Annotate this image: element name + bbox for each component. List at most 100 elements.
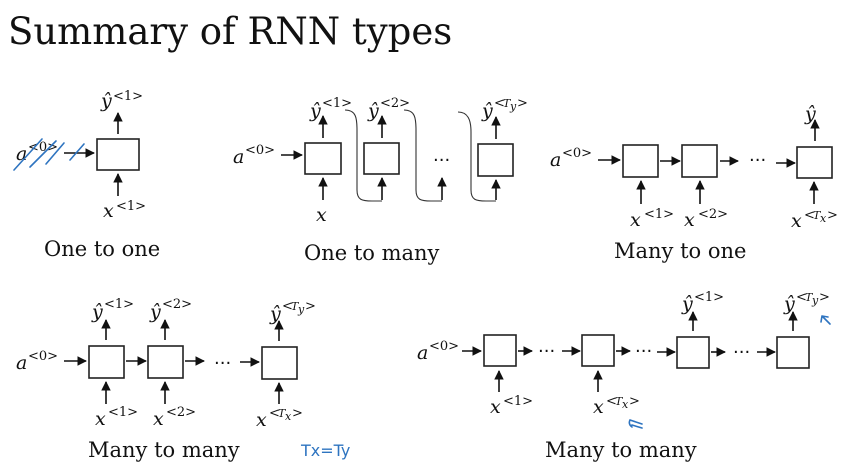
input-sup-t: T: [615, 395, 624, 408]
diagram-one-to-many: a <0> ··· ŷ <1> ŷ <2> ŷ < T y > x One to…: [233, 96, 528, 265]
output-sup: <1>: [322, 96, 352, 111]
a0-sup: <0>: [28, 140, 58, 155]
rnn-cell: [88, 345, 125, 379]
rnn-cell: [622, 144, 659, 178]
input-base: x: [103, 200, 114, 222]
ellipsis: ···: [749, 150, 766, 171]
output-base: ŷ: [91, 301, 103, 323]
ellipsis: ···: [635, 341, 652, 362]
a0-base: a: [16, 143, 27, 165]
output-sup-t: T: [291, 300, 300, 313]
caption: One to one: [44, 237, 160, 261]
slide-title: Summary of RNN types: [8, 10, 452, 53]
rnn-cell: [681, 144, 718, 178]
output-base: ŷ: [481, 100, 493, 122]
a0-base: a: [417, 342, 428, 364]
output-sup-close: >: [819, 290, 830, 305]
annotation-arrow-ink: [820, 315, 831, 325]
input-sup-open: <: [269, 406, 280, 421]
a0-base: a: [233, 146, 244, 168]
caption: Many to one: [614, 239, 746, 263]
output-sub-y: y: [509, 100, 517, 113]
caption: Many to many: [545, 438, 697, 462]
output-base: ŷ: [269, 303, 281, 325]
output-base: ŷ: [149, 301, 161, 323]
input-sup: <1>: [116, 199, 146, 214]
rnn-cell: [477, 143, 514, 177]
crossout-ink: [13, 138, 85, 171]
output-sup-close: >: [517, 96, 528, 111]
rnn-cell: [796, 146, 833, 179]
feedback-curve: [403, 109, 442, 202]
input-label-tx: x < T x >: [791, 208, 838, 232]
output-sup: <2>: [380, 96, 410, 111]
diagram-many-to-one: a <0> ··· ŷ x <1> x <2> x < T x > Many t…: [550, 103, 838, 263]
output-base: ŷ: [783, 293, 795, 315]
input-sup: <2>: [698, 207, 728, 222]
input-sup-close: >: [292, 406, 303, 421]
caption: Many to many: [88, 438, 240, 462]
input-label-tx: x < T x >: [256, 406, 303, 431]
rnn-cell: [776, 336, 810, 369]
diagram-many-to-many-encoder-decoder: a <0> ··· ··· ··· ŷ <1> ŷ < T y > x <1>: [417, 290, 831, 462]
output-sup-t: T: [503, 97, 512, 110]
output-sup: <1>: [694, 290, 724, 305]
output-sub-y: y: [811, 294, 819, 307]
ellipsis: ···: [538, 341, 555, 362]
output-sup-open: <: [796, 290, 807, 305]
output-sup-t: T: [805, 291, 814, 304]
input-base: x: [316, 204, 327, 226]
output-label-ty: ŷ < T y >: [783, 290, 830, 315]
input-base: x: [153, 408, 164, 430]
output-sup-open: <: [494, 96, 505, 111]
input-label-tx: x < T x >: [593, 394, 640, 418]
ellipsis: ···: [214, 353, 231, 374]
annotation-arrow-ink: [628, 419, 643, 429]
input-base: x: [791, 210, 802, 232]
input-sup: <1>: [644, 207, 674, 222]
feedback-curve: [344, 109, 382, 202]
input-sup-open: <: [606, 394, 617, 409]
diagram-many-to-many-equal: a <0> ··· ŷ <1> ŷ <2> ŷ < T y > x <1> x …: [16, 297, 350, 462]
a0-sup: <0>: [28, 349, 58, 364]
output-label-ty: ŷ < T y >: [481, 96, 528, 122]
input-sup: <1>: [108, 405, 138, 420]
output-base: ŷ: [100, 90, 112, 112]
input-sup-close: >: [827, 208, 838, 223]
input-sub-x: x: [820, 212, 827, 225]
output-sup-close: >: [305, 299, 316, 314]
output-base: ŷ: [804, 103, 816, 125]
rnn-cell: [261, 346, 298, 380]
input-base: x: [630, 209, 641, 231]
a0-sup: <0>: [429, 339, 459, 354]
input-base: x: [95, 408, 106, 430]
caption: One to many: [304, 241, 440, 265]
input-base: x: [256, 409, 267, 431]
output-base: ŷ: [309, 100, 321, 122]
output-sup-open: <: [282, 299, 293, 314]
rnn-cell: [676, 336, 710, 369]
input-sup-t: T: [813, 209, 822, 222]
rnn-cell: [581, 334, 615, 367]
feedback-curve: [457, 111, 496, 202]
input-base: x: [593, 396, 604, 418]
a0-sup: <0>: [245, 143, 275, 158]
output-label-ty: ŷ < T y >: [269, 299, 316, 325]
input-sup-open: <: [804, 208, 815, 223]
input-sup-t: T: [278, 407, 287, 420]
input-sub-x: x: [285, 410, 292, 423]
initial-activation-crossed: a <0>: [13, 138, 95, 171]
rnn-cell: [304, 142, 342, 175]
input-sup-close: >: [629, 394, 640, 409]
input-sup: <2>: [166, 405, 196, 420]
output-base: ŷ: [681, 293, 693, 315]
rnn-cell: [363, 142, 400, 175]
rnn-cell: [147, 345, 184, 379]
handwritten-annotation: Tx=Ty: [300, 441, 350, 460]
output-sup: <1>: [113, 89, 143, 104]
ellipsis: ···: [433, 150, 450, 171]
output-base: ŷ: [367, 100, 379, 122]
a0-base: a: [16, 352, 27, 374]
output-sup: <1>: [104, 297, 134, 312]
